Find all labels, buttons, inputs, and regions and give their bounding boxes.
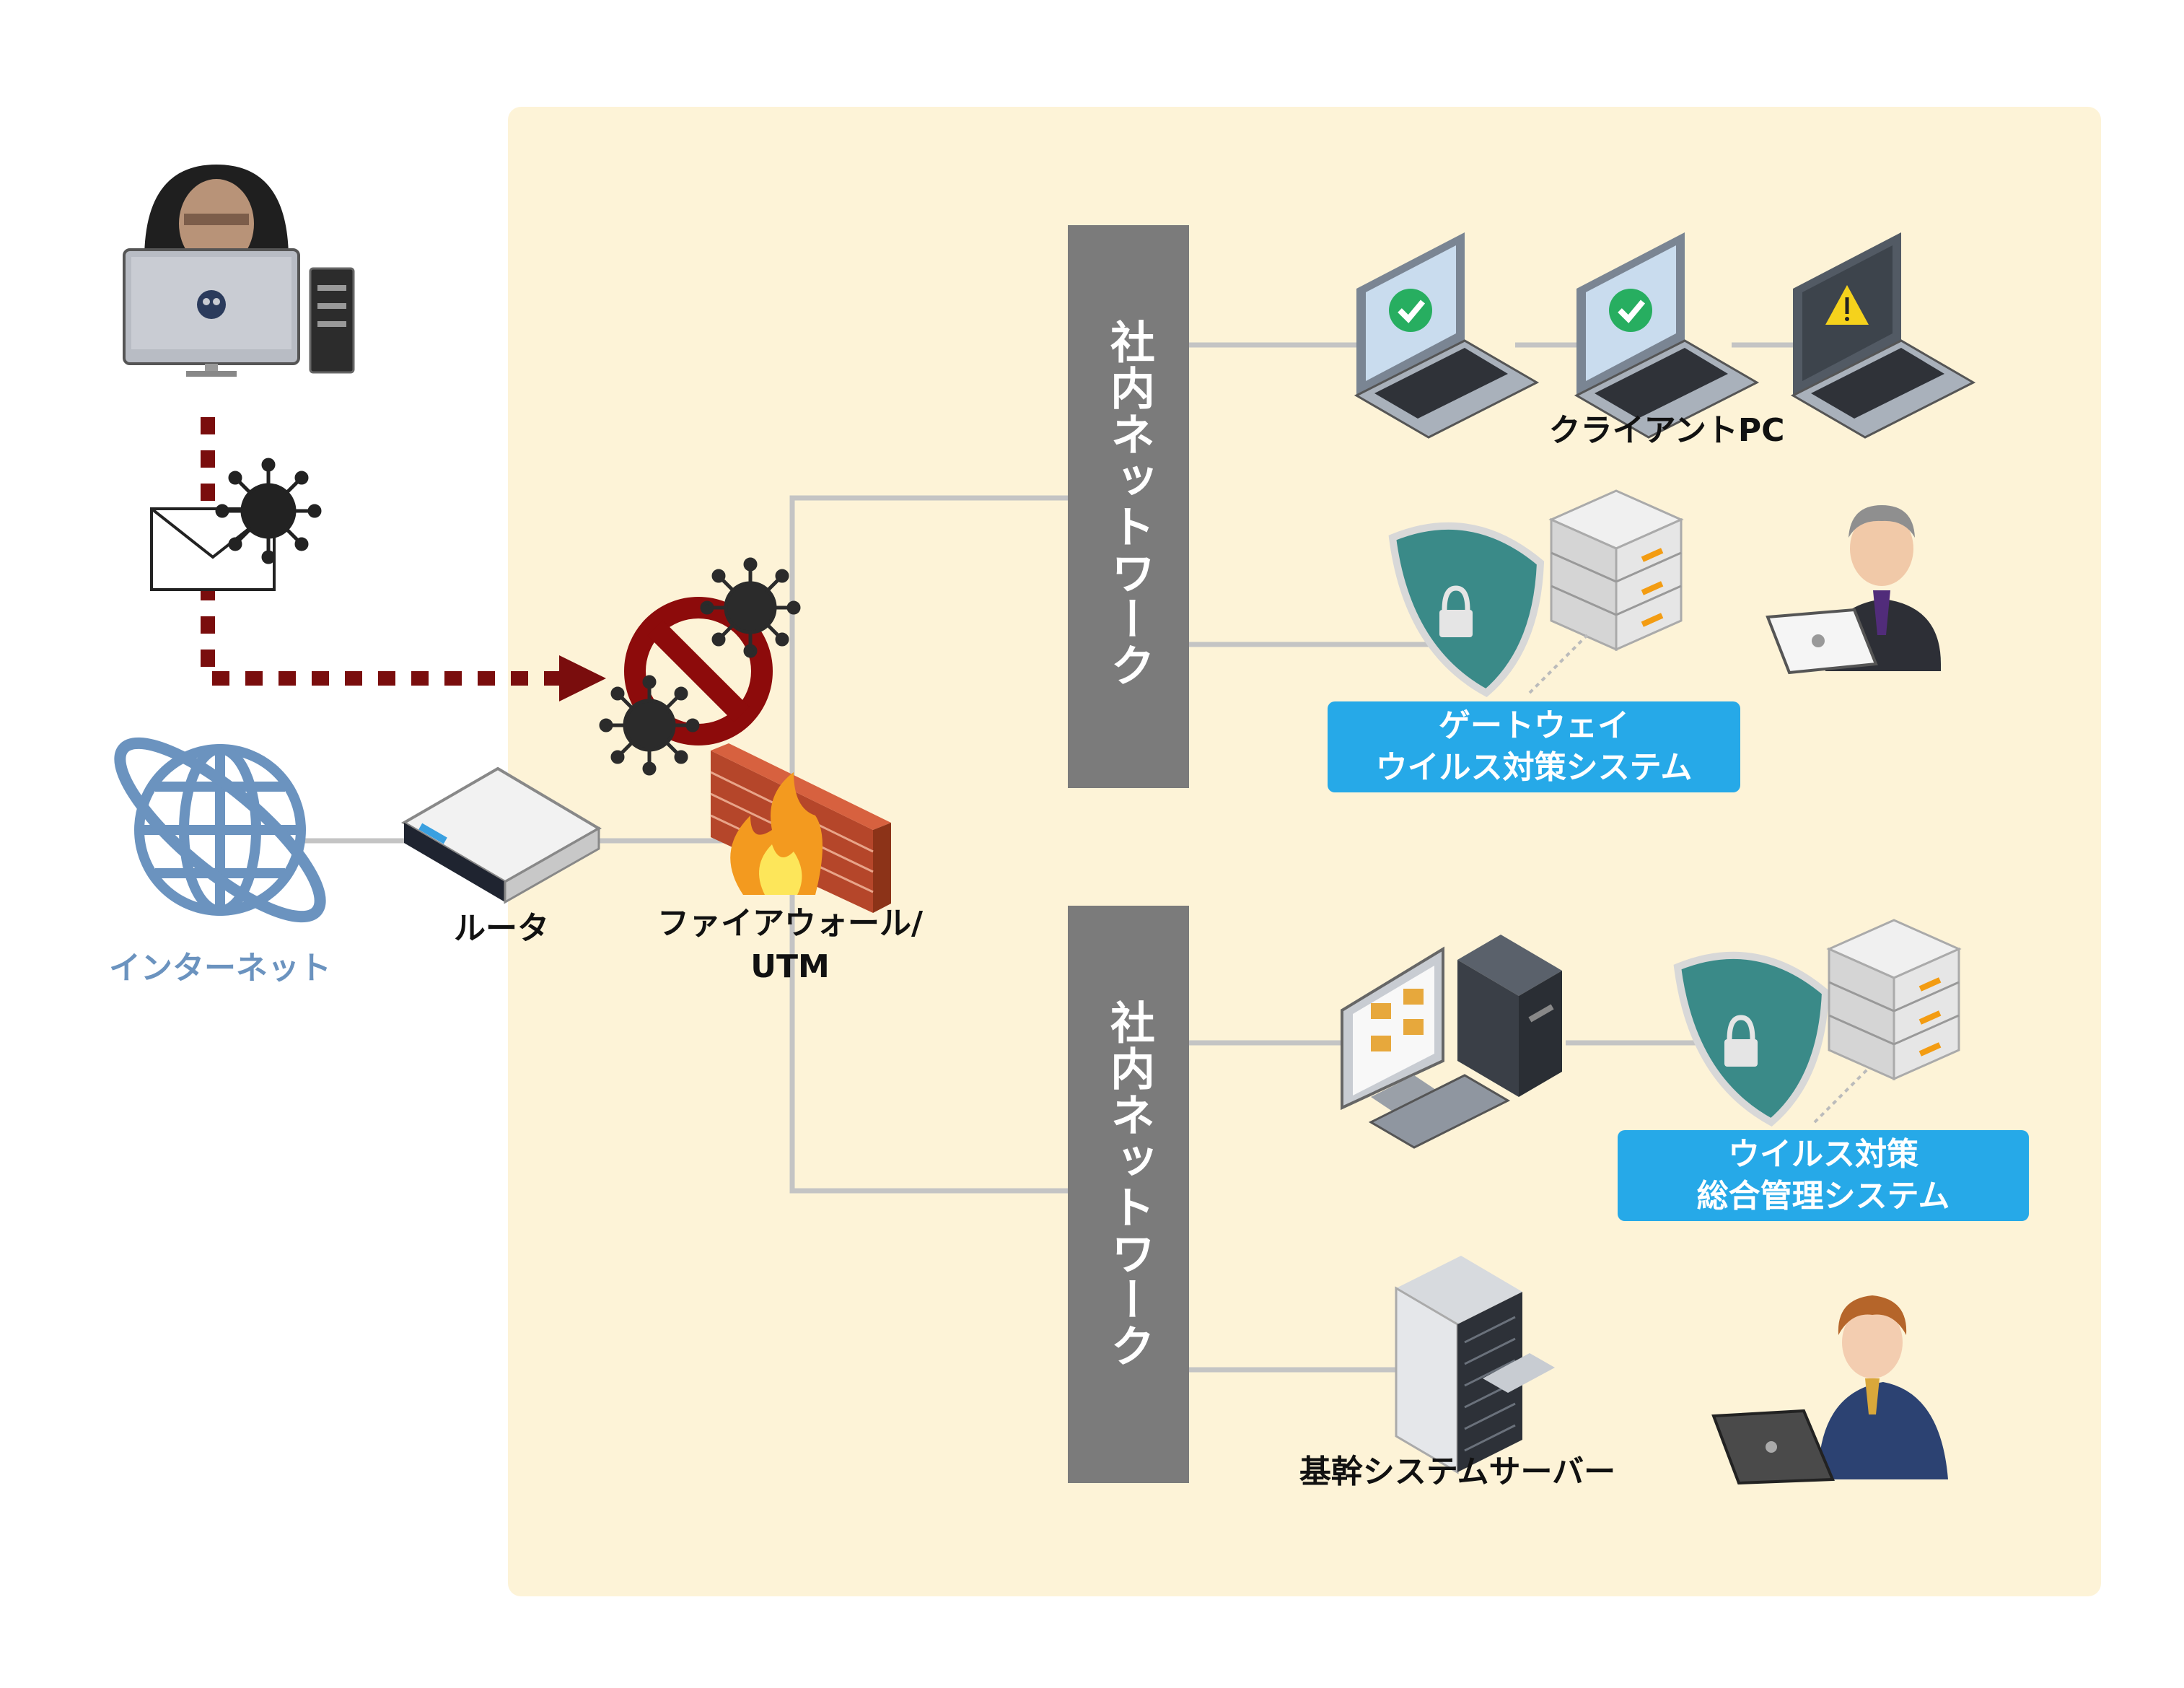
link-lines (1528, 634, 1870, 1124)
corporate-zone (508, 107, 2101, 1596)
gateway-label-line2: ウイルス対策システム (1375, 749, 1693, 786)
firewall-label: ファイアウォール/ UTM (620, 902, 960, 989)
router-icon (401, 766, 602, 904)
shield-lock-icon (1388, 522, 1545, 698)
internal-network-bar-top: 社内ネットワーク (1068, 225, 1189, 788)
gateway-label-line1: ゲートウェイ (1439, 707, 1629, 744)
virus-icon (700, 557, 801, 658)
network-bar-label: 社内ネットワーク (1102, 319, 1155, 688)
mgmt-label-line1: ウイルス対策 (1728, 1136, 1918, 1173)
laptop-check-icon (1354, 232, 1540, 439)
hooded-hacker-icon (123, 165, 355, 377)
network-bar-label: 社内ネットワーク (1102, 1000, 1155, 1369)
laptop-check-icon (1574, 232, 1760, 439)
internal-network-bar-bottom: 社内ネットワーク (1068, 906, 1189, 1483)
desktop-computer-icon (1341, 935, 1562, 1149)
router-label: ルータ (454, 910, 549, 947)
burning-brick-wall-icon (710, 743, 891, 913)
server-stack-icon (1826, 919, 1962, 1081)
person-with-laptop-icon (1766, 505, 1941, 675)
virus-email-icon (150, 458, 322, 591)
attack-path (201, 417, 606, 701)
connector-lines (303, 342, 1804, 1373)
internet-label: インターネット (109, 950, 331, 987)
core-server-label: 基幹システムサーバー (1299, 1453, 1616, 1490)
gateway-antivirus-label: ゲートウェイ ウイルス対策システム (1328, 701, 1740, 792)
firewall-label-line1: ファイアウォール/ (657, 905, 924, 942)
shield-lock-icon (1673, 951, 1830, 1127)
virus-icon (599, 675, 700, 776)
prohibited-icon (624, 597, 773, 745)
firewall-label-line2: UTM (750, 948, 830, 985)
client-pc-label: クライアントPC (1548, 412, 1785, 449)
server-stack-icon (1548, 489, 1684, 652)
mgmt-label-line2: 総合管理システム (1696, 1178, 1950, 1215)
rack-server-icon (1395, 1256, 1555, 1474)
antivirus-management-label: ウイルス対策 総合管理システム (1618, 1130, 2029, 1221)
laptop-warning-icon (1790, 232, 1976, 439)
globe-icon (114, 737, 326, 923)
person-with-laptop-icon (1711, 1295, 1948, 1485)
